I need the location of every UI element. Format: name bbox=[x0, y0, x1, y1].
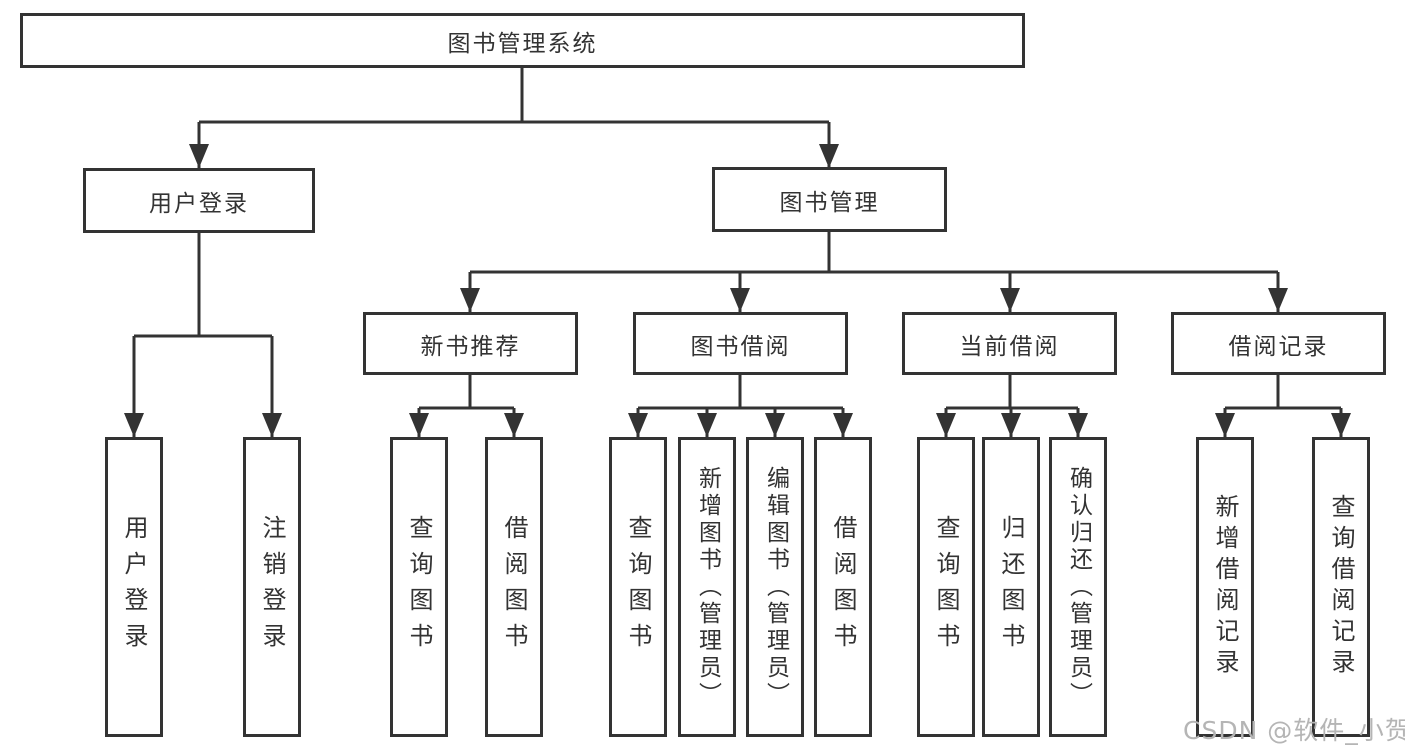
node-label: 图书管理 bbox=[779, 189, 880, 216]
arrow-down-icon bbox=[628, 413, 648, 437]
node-label: 查询图书 bbox=[624, 515, 652, 659]
leaf-query-borrow-record: 查询借阅记录 bbox=[1312, 437, 1370, 737]
node-label: 查询图书 bbox=[932, 515, 960, 659]
leaf-query-books-borrowing: 查询图书 bbox=[609, 437, 667, 737]
arrow-down-icon bbox=[262, 413, 282, 437]
leaf-borrow-books-borrowing: 借阅图书 bbox=[814, 437, 872, 737]
arrow-down-icon bbox=[1000, 288, 1020, 312]
node-library-management-system: 图书管理系统 bbox=[20, 13, 1025, 68]
arrow-down-icon bbox=[1268, 288, 1288, 312]
node-label: 查询借阅记录 bbox=[1327, 494, 1355, 680]
node-label: 注销登录 bbox=[258, 515, 286, 659]
arrow-down-icon bbox=[189, 144, 209, 168]
node-label: 当前借阅 bbox=[959, 333, 1060, 360]
arrow-down-icon bbox=[409, 413, 429, 437]
arrow-down-icon bbox=[730, 288, 750, 312]
leaf-edit-book-admin: 编辑图书（管理员） bbox=[746, 437, 804, 737]
node-label: 归还图书 bbox=[997, 515, 1025, 659]
leaf-logout: 注销登录 bbox=[243, 437, 301, 737]
node-label: 借阅图书 bbox=[829, 515, 857, 659]
arrow-down-icon bbox=[1331, 413, 1351, 437]
arrow-down-icon bbox=[697, 413, 717, 437]
node-label: 图书管理系统 bbox=[447, 30, 598, 57]
node-label: 借阅图书 bbox=[500, 515, 528, 659]
arrow-down-icon bbox=[124, 413, 144, 437]
leaf-borrow-books-recommend: 借阅图书 bbox=[485, 437, 543, 737]
node-label: 新增借阅记录 bbox=[1211, 494, 1239, 680]
leaf-add-book-admin: 新增图书（管理员） bbox=[678, 437, 736, 737]
node-current-borrowing: 当前借阅 bbox=[902, 312, 1117, 375]
leaf-user-login: 用户登录 bbox=[105, 437, 163, 737]
arrow-down-icon bbox=[833, 413, 853, 437]
csdn-watermark: CSDN @软件_小贺同学 bbox=[1183, 716, 1405, 745]
node-book-management: 图书管理 bbox=[712, 167, 947, 232]
leaf-return-books: 归还图书 bbox=[982, 437, 1040, 737]
arrow-down-icon bbox=[1068, 413, 1088, 437]
arrow-down-icon bbox=[1001, 413, 1021, 437]
arrow-down-icon bbox=[819, 144, 839, 168]
node-label: 用户登录 bbox=[149, 190, 249, 217]
node-label: 编辑图书（管理员） bbox=[762, 465, 789, 709]
arrow-down-icon bbox=[936, 413, 956, 437]
node-label: 借阅记录 bbox=[1228, 333, 1329, 360]
node-new-book-recommendation: 新书推荐 bbox=[363, 312, 578, 375]
node-label: 确认归还（管理员） bbox=[1065, 465, 1092, 709]
node-book-borrowing: 图书借阅 bbox=[633, 312, 848, 375]
leaf-add-borrow-record: 新增借阅记录 bbox=[1196, 437, 1254, 737]
node-label: 新书推荐 bbox=[420, 333, 521, 360]
node-label: 新增图书（管理员） bbox=[694, 465, 721, 709]
leaf-query-books-current: 查询图书 bbox=[917, 437, 975, 737]
arrowheads bbox=[124, 144, 1351, 437]
node-borrowing-records: 借阅记录 bbox=[1171, 312, 1386, 375]
arrow-down-icon bbox=[504, 413, 524, 437]
arrow-down-icon bbox=[765, 413, 785, 437]
node-label: 用户登录 bbox=[120, 515, 148, 659]
connector-lines bbox=[132, 68, 1343, 437]
node-user-login: 用户登录 bbox=[83, 168, 315, 233]
arrow-down-icon bbox=[460, 288, 480, 312]
node-label: 查询图书 bbox=[405, 515, 433, 659]
arrow-down-icon bbox=[1215, 413, 1235, 437]
leaf-confirm-return-admin: 确认归还（管理员） bbox=[1049, 437, 1107, 737]
leaf-query-books-recommend: 查询图书 bbox=[390, 437, 448, 737]
node-label: 图书借阅 bbox=[690, 333, 791, 360]
